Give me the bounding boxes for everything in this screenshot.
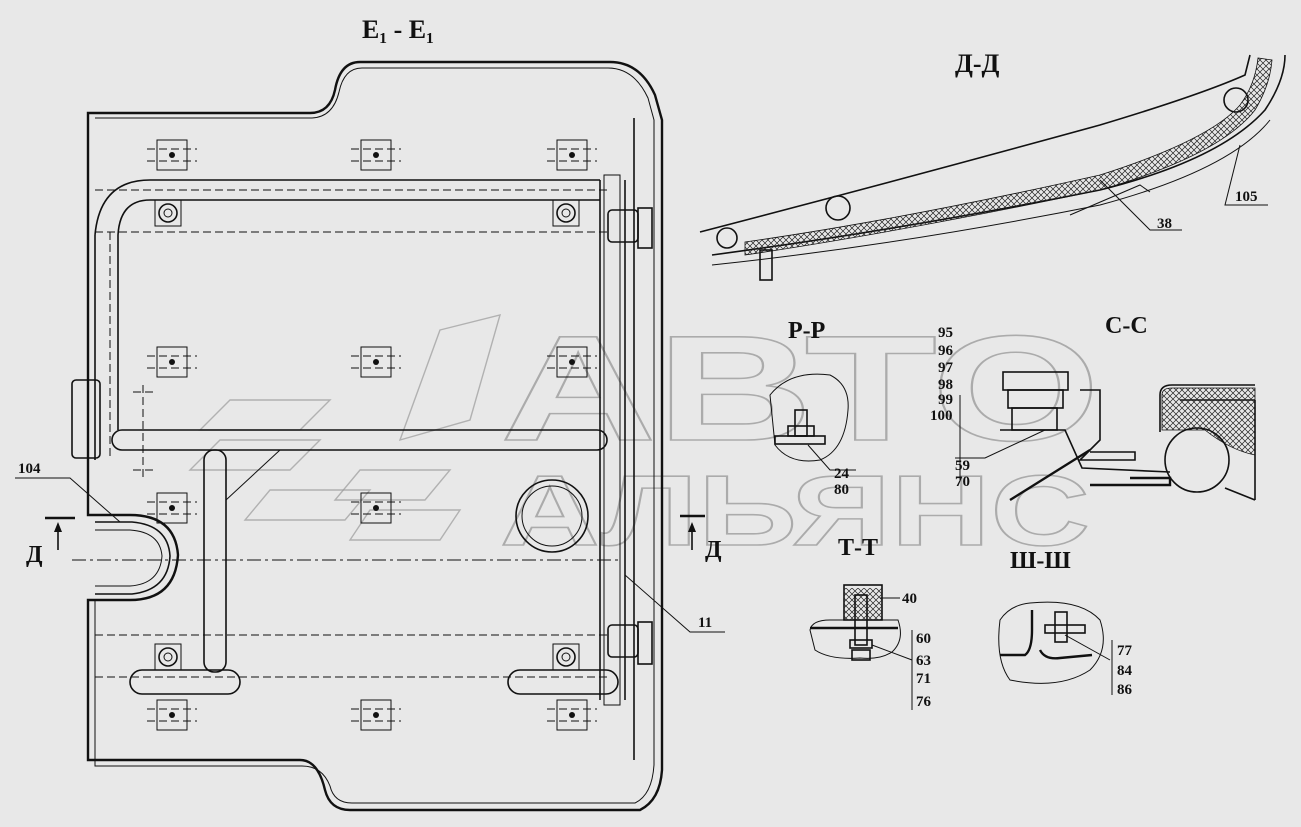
section-cc-title: С-С [1105, 313, 1148, 339]
callout-97: 97 [938, 360, 954, 376]
section-shsh [998, 601, 1113, 695]
watermark-line2: АЛЬЯНС [500, 455, 1090, 567]
plate-outline [86, 60, 664, 812]
callout-104: 104 [18, 461, 41, 477]
section-pp-title: Р-Р [788, 318, 825, 344]
callout-86: 86 [1117, 682, 1133, 698]
labels: E₁ - E₁ Д-Д Р-Р С-С Т-Т Ш-Ш Д Д 104 11 3… [18, 15, 1258, 710]
callout-38: 38 [1157, 216, 1172, 232]
callout-70: 70 [955, 474, 970, 490]
section-dd [699, 54, 1286, 281]
callout-76: 76 [916, 694, 932, 710]
callout-24: 24 [834, 466, 850, 482]
main-view-title: E₁ - E₁ [362, 15, 434, 44]
callout-84: 84 [1117, 663, 1133, 679]
callout-95: 95 [938, 325, 953, 341]
section-cc [955, 371, 1256, 502]
watermark-stripes [188, 314, 502, 541]
callout-96: 96 [938, 343, 954, 359]
cut-mark-left: Д [26, 542, 43, 568]
main-view [15, 60, 725, 812]
section-tt [809, 584, 913, 710]
callout-60: 60 [916, 631, 931, 647]
callout-11: 11 [698, 615, 712, 631]
callout-77: 77 [1117, 643, 1133, 659]
section-tt-title: Т-Т [838, 535, 878, 561]
cut-mark-right: Д [705, 537, 722, 563]
section-dd-title: Д-Д [955, 49, 1000, 78]
section-shsh-title: Ш-Ш [1010, 548, 1071, 574]
round-fixings [154, 199, 580, 671]
callout-100: 100 [930, 408, 953, 424]
callout-63: 63 [916, 653, 931, 669]
callout-98: 98 [938, 377, 953, 393]
callout-105: 105 [1235, 189, 1258, 205]
callout-71: 71 [916, 671, 931, 687]
section-pp [769, 373, 856, 471]
callout-80: 80 [834, 482, 849, 498]
watermark-logo: АВТО АЛЬЯНС [188, 303, 1101, 568]
callout-59: 59 [955, 458, 970, 474]
callout-40: 40 [902, 591, 917, 607]
square-bolts [147, 139, 597, 731]
callout-99: 99 [938, 392, 953, 408]
